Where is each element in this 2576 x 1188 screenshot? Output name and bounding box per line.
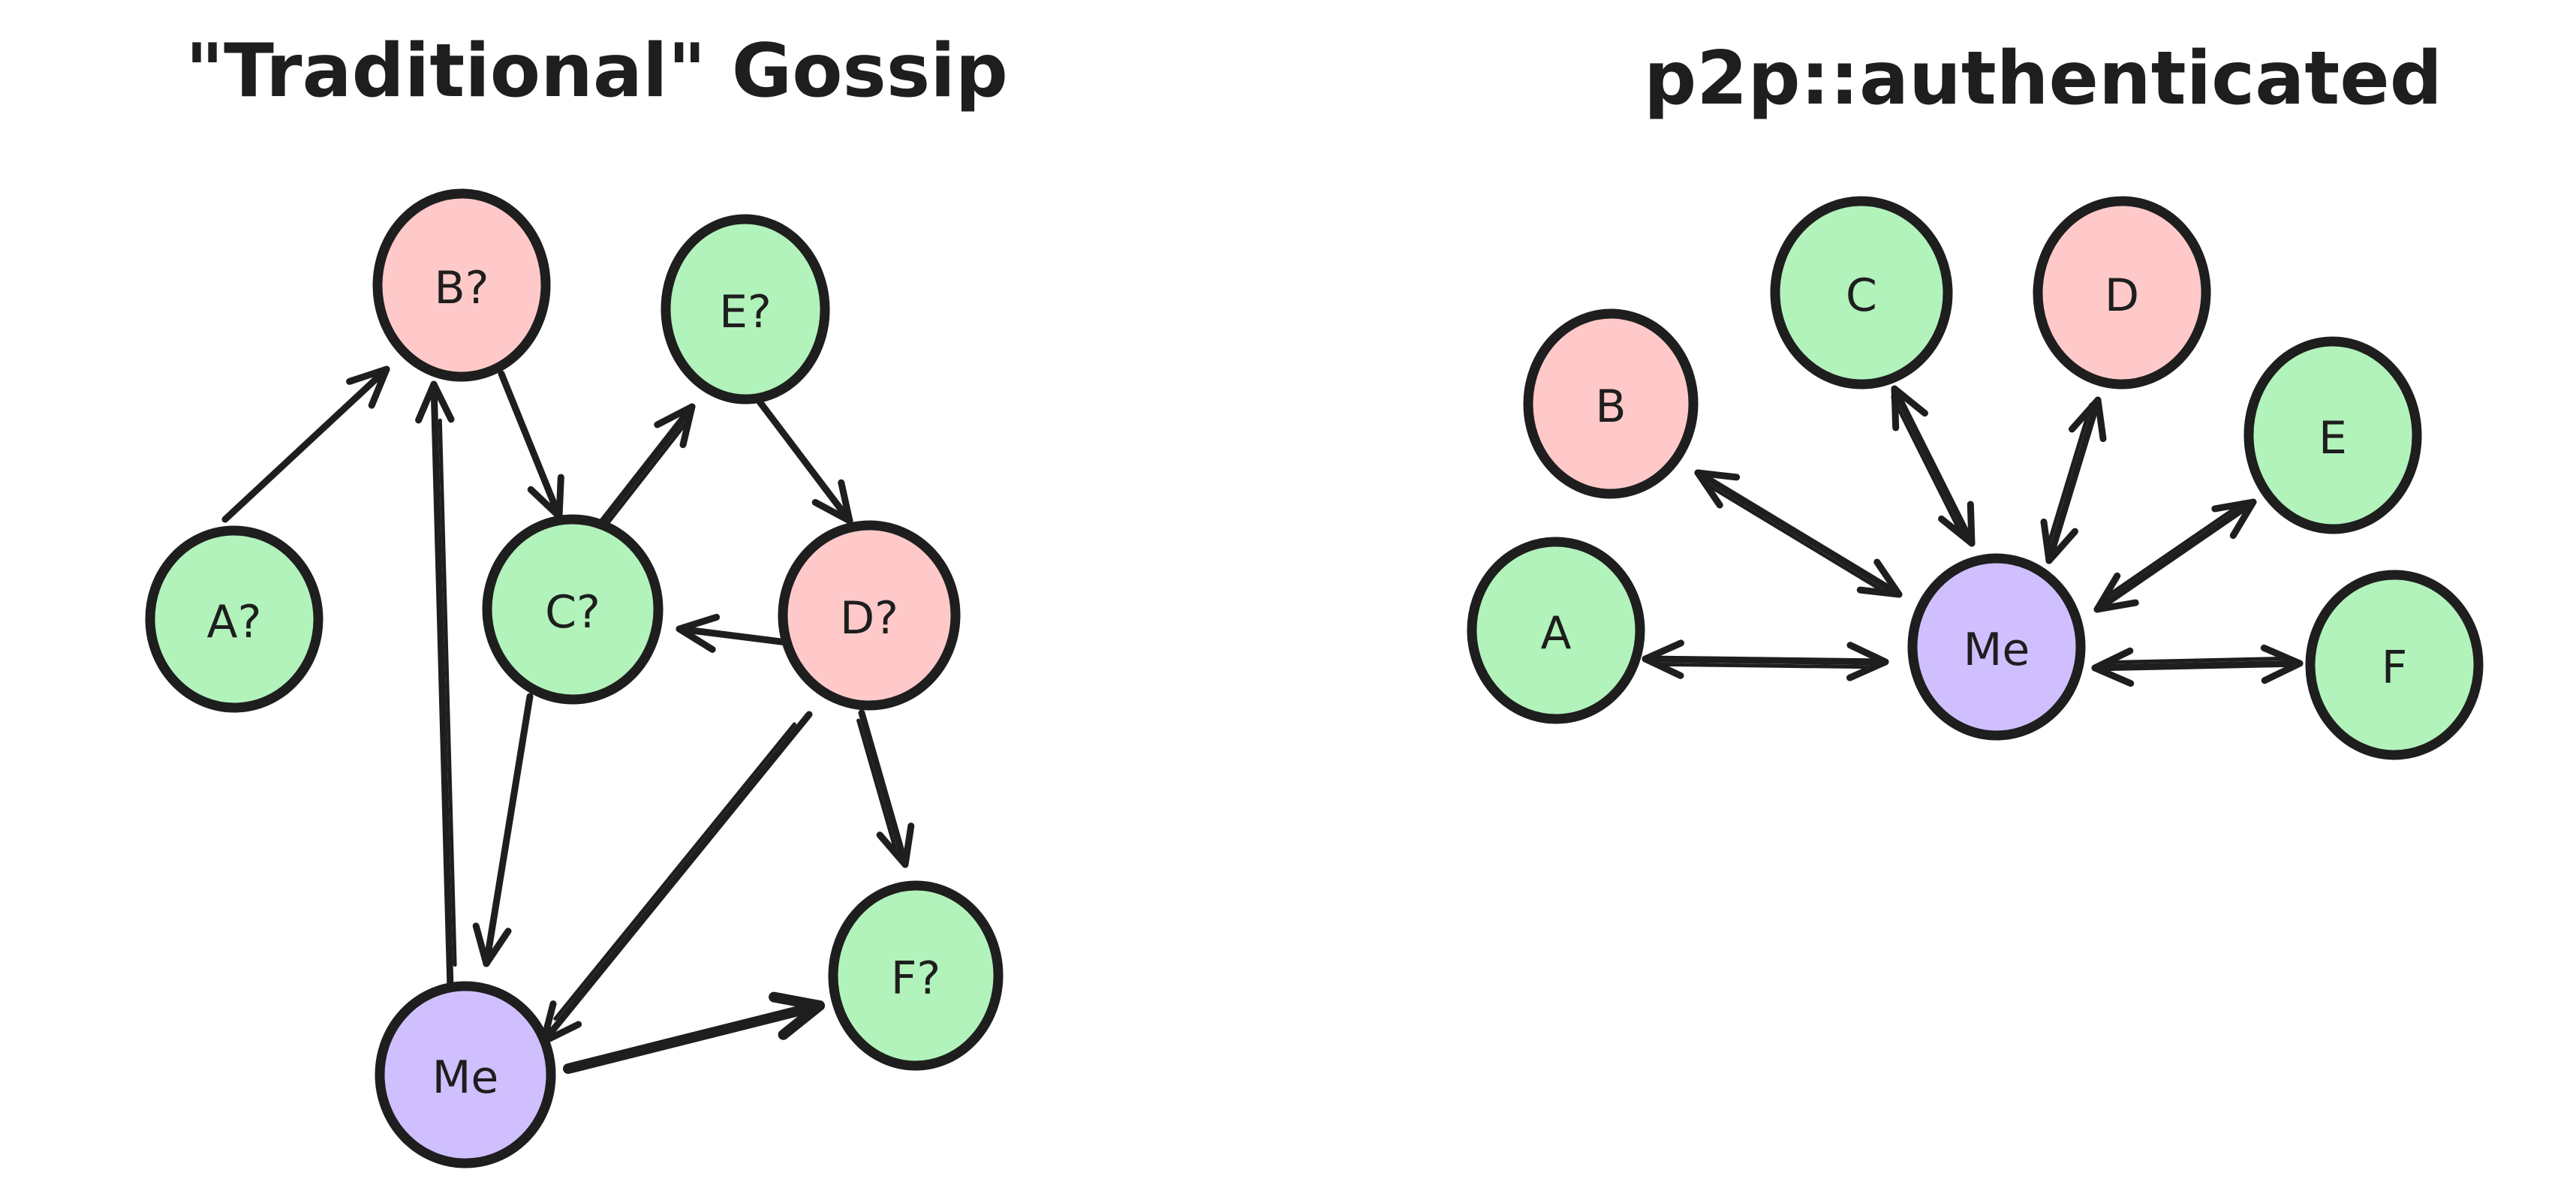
- node-label-left-C: C?: [545, 586, 600, 639]
- node-label-right-Me: Me: [1964, 624, 2030, 676]
- node-right-B: B: [1523, 308, 1699, 499]
- node-left-B: B?: [372, 188, 551, 382]
- right-diagram-nodes: A B C D E F Me: [1467, 196, 2484, 760]
- edge-A-B-arrow: [221, 365, 390, 523]
- edge-D-F-arrow: [856, 709, 915, 868]
- node-circle-left-B: [372, 188, 551, 382]
- edge-C-E-arrow: [597, 403, 696, 528]
- node-label-left-B: B?: [434, 262, 489, 314]
- edge-B-Me-bidirectional-arrow: [1694, 469, 1903, 598]
- node-label-left-F: F?: [891, 952, 940, 1005]
- node-circle-left-D: [778, 520, 961, 711]
- left-diagram-nodes: A? B? C? D? E? F? Me: [145, 188, 1004, 1168]
- node-circle-left-Me: [375, 981, 556, 1168]
- node-circle-right-C: [1770, 196, 1953, 389]
- edge-A-Me-bidirectional-arrow: [1642, 639, 1889, 681]
- node-right-F: F: [2305, 570, 2484, 760]
- node-label-right-A: A: [1540, 607, 1571, 660]
- node-left-C: C?: [482, 514, 664, 705]
- node-circle-left-A: [145, 525, 324, 713]
- edge-B-C-arrow: [498, 370, 564, 520]
- edge-Me-B-arrow: [415, 380, 457, 993]
- node-label-right-D: D: [2105, 269, 2139, 322]
- node-label-left-E: E?: [719, 286, 772, 338]
- node-label-right-C: C: [1846, 269, 1877, 322]
- edge-E-Me-bidirectional-arrow: [2093, 498, 2257, 613]
- node-circle-left-F: [828, 880, 1004, 1071]
- node-label-right-E: E: [2319, 412, 2347, 465]
- right-diagram-title: p2p::authenticated: [1644, 36, 2442, 122]
- edge-F-Me-bidirectional-arrow: [2091, 644, 2304, 687]
- node-right-A: A: [1467, 537, 1645, 724]
- node-circle-right-E: [2243, 336, 2422, 534]
- node-right-E: E: [2243, 336, 2422, 534]
- node-label-right-B: B: [1595, 380, 1626, 433]
- node-left-D: D?: [778, 520, 961, 711]
- node-circle-right-A: [1467, 537, 1645, 724]
- node-circle-right-D: [2033, 196, 2211, 389]
- left-diagram-title: "Traditional" Gossip: [185, 29, 1008, 114]
- edge-C-Me-arrow: [472, 693, 534, 967]
- node-label-left-Me: Me: [432, 1051, 499, 1104]
- left-diagram-edges: [221, 365, 915, 1074]
- node-left-F: F?: [828, 880, 1004, 1071]
- node-circle-left-E: [661, 214, 830, 405]
- node-right-D: D: [2033, 196, 2211, 389]
- edge-Me-F-arrow: [563, 991, 825, 1074]
- edge-D-C-arrow: [676, 613, 790, 653]
- node-left-Me: Me: [375, 981, 556, 1168]
- edge-D-Me-bidirectional-arrow: [2040, 396, 2107, 564]
- node-circle-left-C: [482, 514, 664, 705]
- node-left-E: E?: [661, 214, 830, 405]
- right-diagram-edges: [1642, 385, 2304, 687]
- node-label-right-F: F: [2382, 642, 2408, 694]
- edge-E-D-arrow: [753, 394, 853, 525]
- edge-C-Me-bidirectional-arrow: [1891, 385, 1976, 547]
- edge-D-Me-arrow: [540, 711, 813, 1045]
- right-diagram: A B C D E F Me: [1467, 196, 2484, 760]
- node-circle-right-B: [1523, 308, 1699, 499]
- node-right-C: C: [1770, 196, 1953, 389]
- left-diagram: A? B? C? D? E? F? Me: [145, 188, 1004, 1168]
- node-right-Me: Me: [1907, 553, 2086, 741]
- node-circle-right-F: [2305, 570, 2484, 760]
- node-label-left-D: D?: [840, 592, 898, 645]
- node-label-left-A: A?: [207, 596, 262, 648]
- node-circle-right-Me: [1907, 553, 2086, 741]
- node-left-A: A?: [145, 525, 324, 713]
